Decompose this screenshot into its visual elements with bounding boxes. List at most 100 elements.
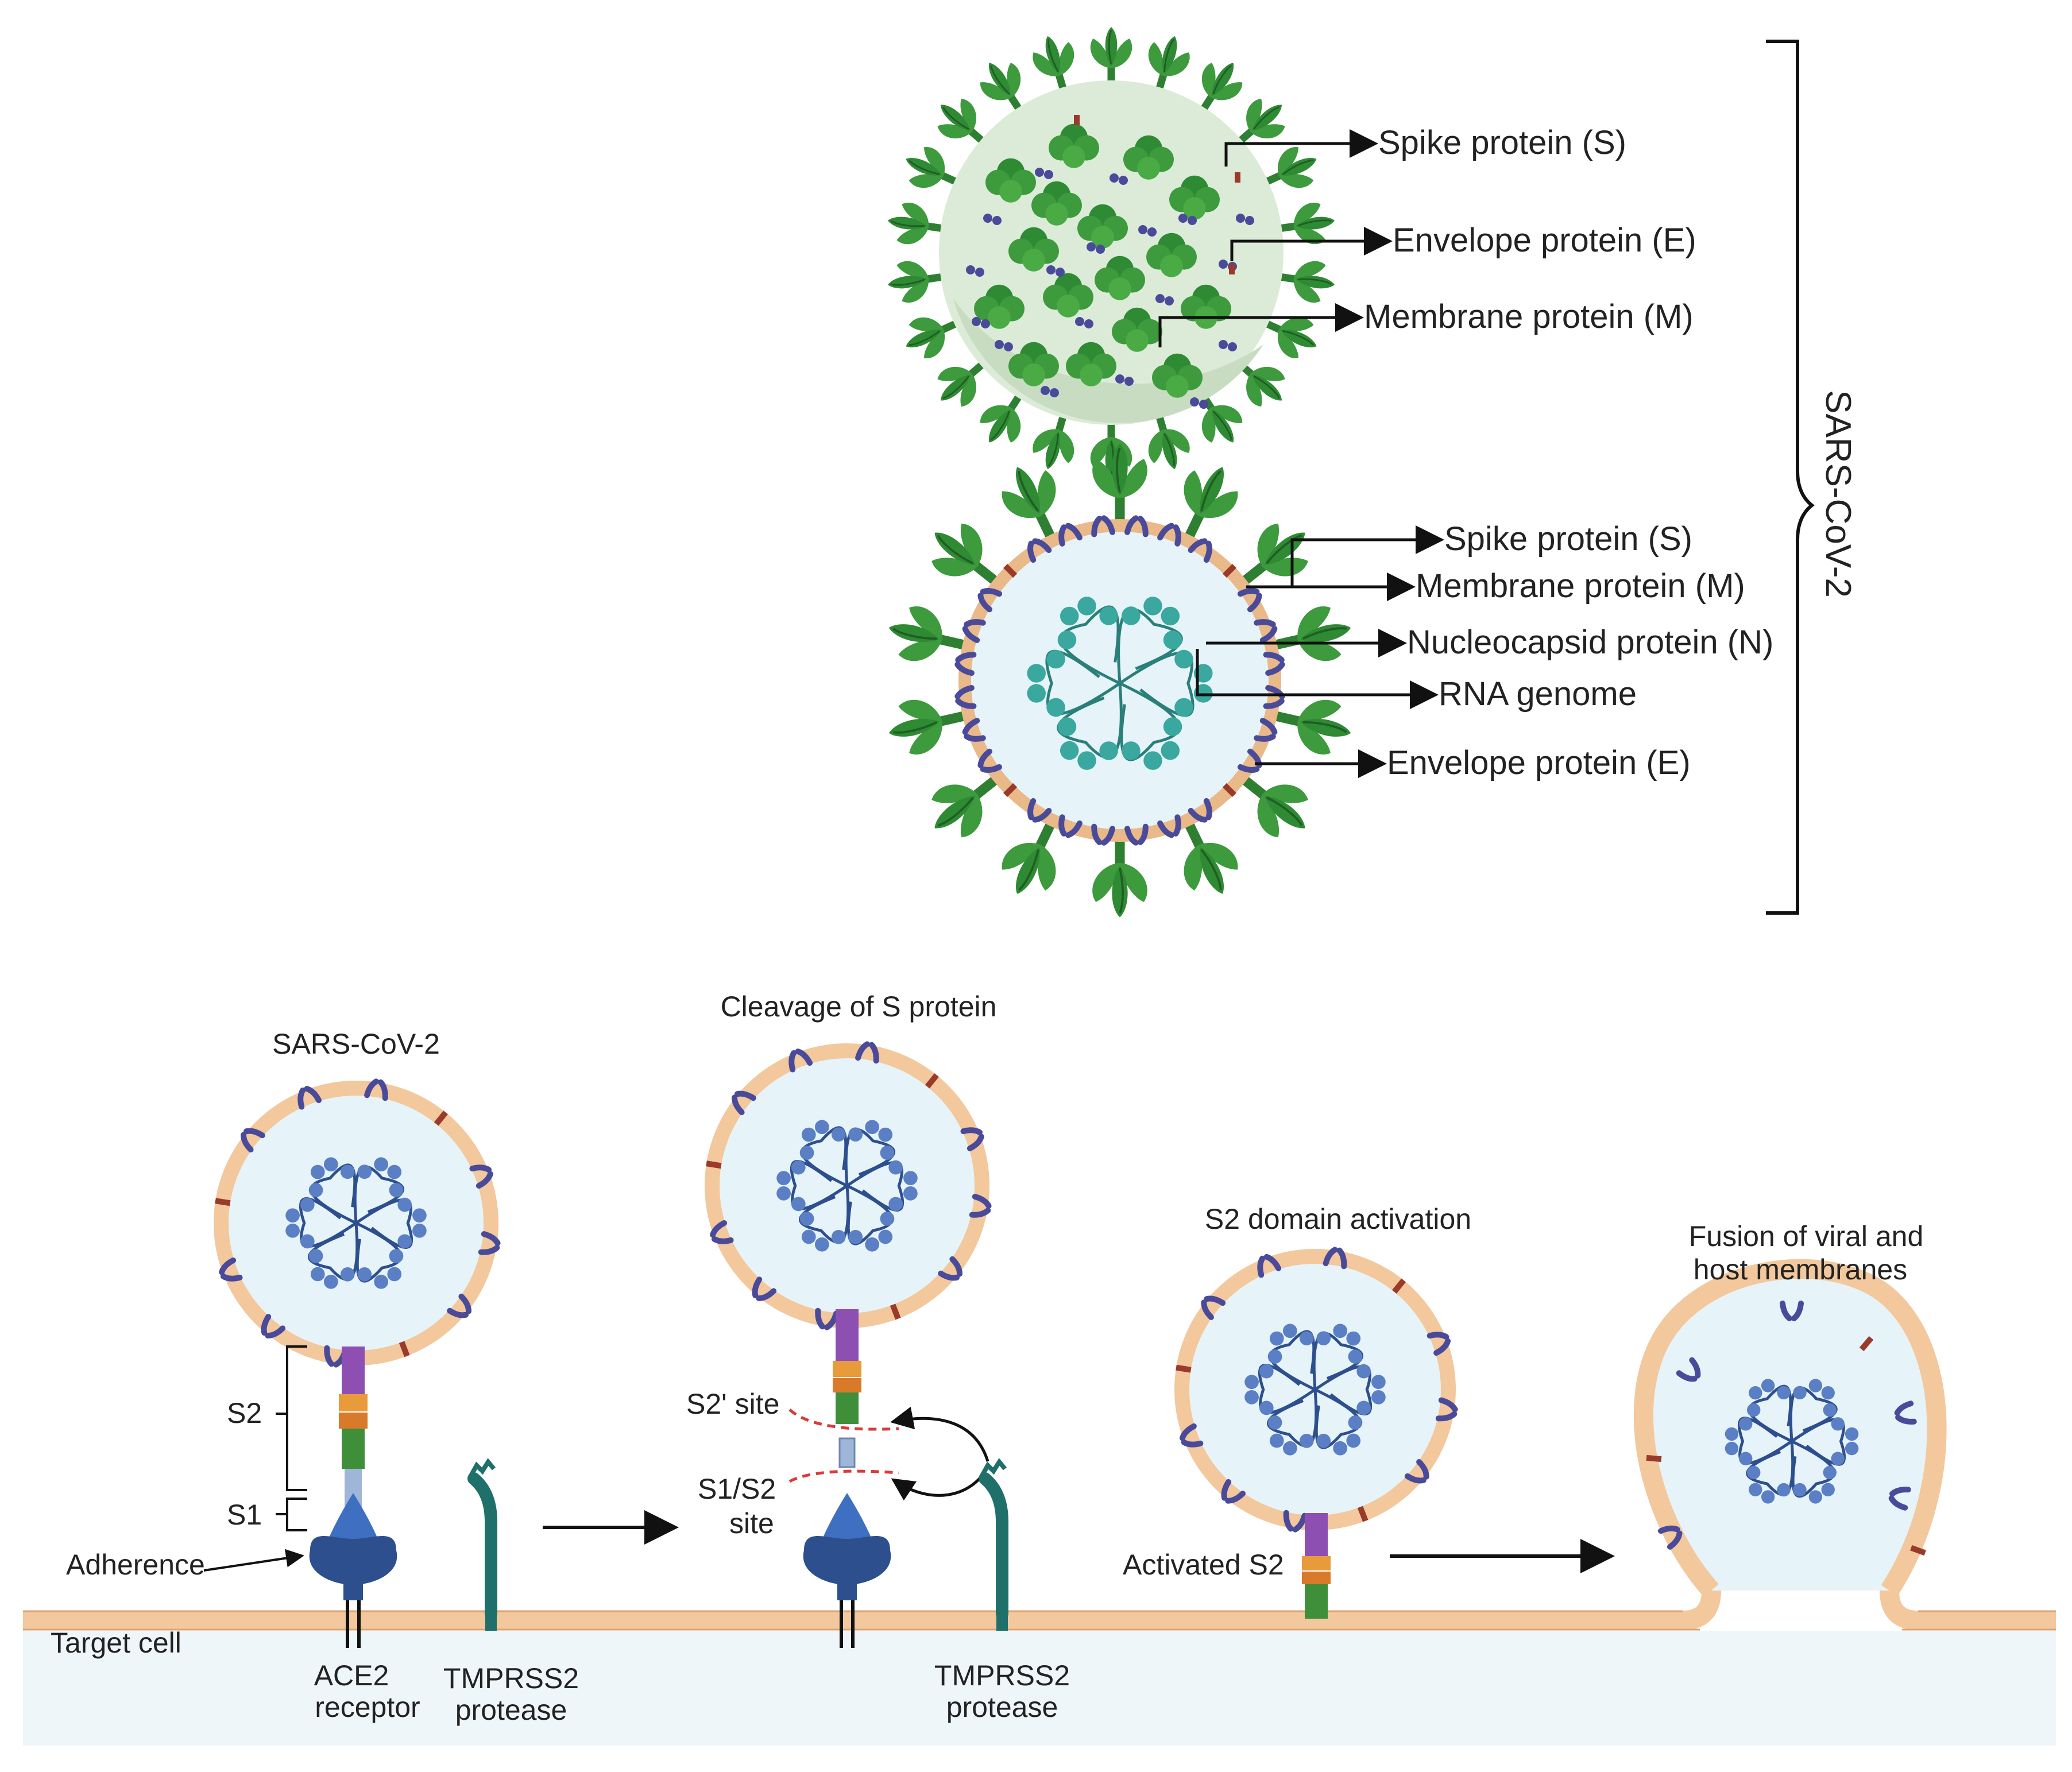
nucleocapsid-bead [1163, 630, 1182, 649]
nucleocapsid-bead [1725, 1441, 1739, 1456]
label-nucleocapsid: Nucleocapsid protein (N) [1407, 624, 1773, 661]
sars-cov-2-bracket: SARS-CoV-2 [1766, 40, 1858, 915]
rna-strand [1737, 1417, 1793, 1465]
cross-section-membrane-proteins [957, 517, 1283, 844]
nucleocapsid-bead [1267, 1349, 1282, 1364]
membrane-protein-dot [1119, 176, 1128, 185]
entry-stage-s2-activation: S2 domain activation Activated S2 [1123, 1203, 1615, 1619]
s-domain-bracket [276, 1345, 307, 1531]
bracket-label: SARS-CoV-2 [1818, 390, 1858, 598]
nucleocapsid-bead [1299, 1433, 1314, 1448]
leader-spike-cross [1290, 525, 1444, 586]
rna-strand [1258, 1364, 1316, 1414]
nucleocapsid-bead [1077, 597, 1096, 616]
nucleocapsid-bead [848, 1229, 863, 1244]
stage4-rna [1725, 1379, 1859, 1504]
membrane-protein-dot [1165, 296, 1174, 305]
leader-envelope-surface [1230, 227, 1393, 261]
envelope-protein-mark [399, 1341, 410, 1357]
membrane-protein-dot [1110, 173, 1119, 183]
membrane-protein-dot [1236, 214, 1245, 223]
envelope-protein-mark [706, 1160, 722, 1169]
nucleocapsid-bead [1122, 741, 1141, 760]
label-ace2-1: ACE2 [314, 1659, 389, 1692]
nucleocapsid-bead [1267, 1415, 1282, 1430]
ace2-receptor-stage2 [803, 1536, 891, 1648]
rna-strand [846, 1184, 894, 1245]
rna-strand [355, 1221, 403, 1283]
envelope-protein-mark [890, 1303, 901, 1320]
nucleocapsid-bead [1143, 751, 1162, 770]
nucleocapsid-bead [1143, 597, 1162, 616]
nucleocapsid-bead [374, 1157, 389, 1172]
stage4-membrane-proteins [1646, 1303, 1926, 1556]
nucleocapsid-bead [1831, 1417, 1845, 1431]
nucleocapsid-bead [1077, 751, 1096, 770]
label-envelope-surface: Envelope protein (E) [1393, 222, 1696, 259]
envelope-protein-mark [1859, 1336, 1874, 1352]
nucleocapsid-bead [285, 1223, 300, 1238]
rna-strand [1060, 605, 1121, 685]
membrane-protein-dot [1041, 386, 1050, 395]
cross-section-rna [1027, 597, 1213, 770]
membrane-protein-dot [1056, 268, 1065, 277]
nucleocapsid-bead [1747, 1465, 1761, 1480]
nucleocapsid-bead [1739, 1417, 1753, 1431]
virion-surface [939, 80, 1284, 425]
nucleocapsid-bead [387, 1164, 402, 1179]
label-ace2-2: receptor [315, 1691, 420, 1723]
nucleocapsid-bead [1174, 698, 1193, 717]
membrane-protein-dot [1115, 374, 1124, 384]
nucleocapsid-bead [340, 1164, 355, 1179]
arrow-tmprss2-to-s2prime [890, 1406, 989, 1462]
nucleocapsid-bead [1808, 1490, 1823, 1504]
envelope-protein-mark [1357, 1506, 1369, 1522]
label-spike-cross: Spike protein (S) [1444, 520, 1692, 558]
arrow-tmprss2-to-s1s2 [891, 1466, 989, 1501]
nucleocapsid-bead [1793, 1483, 1807, 1497]
nucleocapsid-bead [1244, 1390, 1259, 1405]
rna-strand [1119, 682, 1180, 761]
nucleocapsid-bead [880, 1212, 895, 1226]
nucleocapsid-bead [1282, 1324, 1297, 1338]
nucleocapsid-bead [1747, 1403, 1761, 1417]
label-membrane-surface: Membrane protein (M) [1364, 298, 1694, 335]
nucleocapsid-bead [1163, 717, 1182, 736]
nucleocapsid-bead [1725, 1427, 1739, 1441]
nucleocapsid-bead [1371, 1390, 1386, 1405]
label-spike-surface: Spike protein (S) [1378, 124, 1626, 161]
rna-strand [1791, 1440, 1836, 1498]
envelope-protein-mark [434, 1111, 448, 1126]
label-adherence: Adherence [66, 1549, 205, 1581]
membrane-protein-dot [1138, 225, 1147, 234]
envelope-protein-mark [1074, 115, 1080, 125]
host-cytoplasm [23, 1631, 2056, 1746]
nucleocapsid-bead [357, 1267, 372, 1282]
nucleocapsid-bead [389, 1249, 404, 1263]
nucleocapsid-bead [1749, 1386, 1762, 1400]
nucleocapsid-bead [878, 1229, 893, 1244]
label-s1s2-2: site [729, 1507, 774, 1539]
rna-strand [1746, 1441, 1795, 1496]
label-s2-activation: S2 domain activation [1205, 1203, 1471, 1235]
nucleocapsid-bead [323, 1157, 338, 1172]
nucleocapsid-bead [308, 1249, 323, 1263]
stage2-rna [776, 1120, 918, 1252]
membrane-protein-dot [1178, 214, 1188, 223]
nucleocapsid-bead [1099, 741, 1118, 760]
membrane-protein-dot [1199, 400, 1208, 409]
bracket-line [1766, 40, 1815, 915]
membrane-protein-dot [983, 214, 992, 223]
rna-strand [1269, 1330, 1316, 1391]
label-fusion-1: Fusion of viral and [1689, 1220, 1924, 1252]
nucleocapsid-bead [387, 1267, 402, 1282]
nucleocapsid-bead [1823, 1403, 1837, 1417]
nucleocapsid-bead [300, 1234, 315, 1249]
envelope-protein-mark [1222, 783, 1236, 797]
label-cleavage-title: Cleavage of S protein [721, 991, 997, 1023]
nucleocapsid-bead [776, 1186, 791, 1201]
nucleocapsid-bead [1823, 1465, 1837, 1480]
label-envelope-cross: Envelope protein (E) [1387, 744, 1691, 781]
